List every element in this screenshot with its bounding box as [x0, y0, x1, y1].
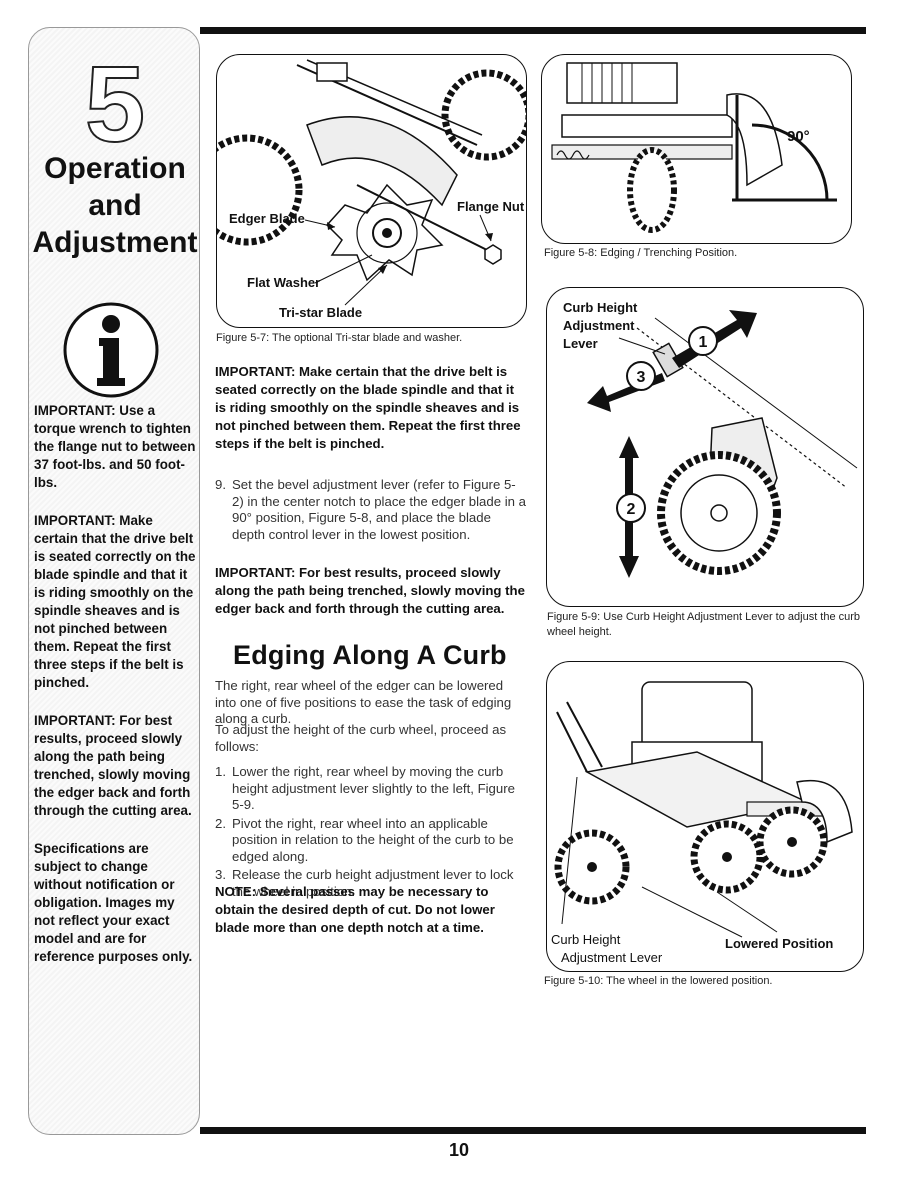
page-number: 10 — [448, 1140, 470, 1160]
important-results: IMPORTANT: For best results, proceed slo… — [215, 565, 525, 616]
figure-5-10-caption: Figure 5-10: The wheel in the lowered po… — [544, 975, 773, 987]
important-belt: IMPORTANT: Make certain that the drive b… — [215, 364, 521, 451]
note-results: IMPORTANT: For best results, proceed slo… — [34, 713, 192, 818]
note-specifications: Specifications are subject to change wit… — [34, 841, 193, 964]
figure-5-9: 1 2 3 Curb Height Adjustment Lever — [546, 287, 864, 607]
figure-5-7-caption: Figure 5-7: The optional Tri-star blade … — [216, 332, 463, 344]
label-curb-height: Curb Height — [563, 300, 638, 315]
figure-5-8-caption: Figure 5-8: Edging / Trenching Position. — [544, 247, 738, 259]
edging-position-illustration: 90° — [551, 62, 837, 233]
note-torque: IMPORTANT: Use a torque wrench to tighte… — [34, 403, 196, 490]
section-title: Edging Along A Curb — [233, 640, 507, 670]
label-curb-height: Curb Height — [551, 932, 621, 947]
chapter-title: Operation and Adjustment — [32, 152, 198, 259]
curb-lever-illustration: 1 2 3 Curb Height Adjustment Lever — [563, 300, 858, 578]
bottom-rule — [200, 1127, 866, 1134]
section-intro: The right, rear wheel of the edger can b… — [215, 678, 512, 726]
adjust-intro: To adjust the height of the curb wheel, … — [215, 722, 507, 754]
figure-5-7: Edger Blade Flange Nut Flat Washer Tri-s… — [216, 54, 527, 328]
angle-label: 90° — [787, 128, 810, 145]
figure-5-9-caption: Figure 5-9: Use Curb Height Adjustment L… — [547, 611, 861, 638]
label-lever: Lever — [563, 336, 598, 351]
note-belt: IMPORTANT: Make certain that the drive b… — [34, 513, 196, 690]
marker-3: 3 — [637, 369, 646, 386]
chapter-sidebar: 5 Operation and Adjustment IMPORTANT: Us… — [28, 27, 200, 1135]
figure-5-10: Curb Height Adjustment Lever Lowered Pos… — [546, 661, 864, 972]
top-rule — [200, 27, 866, 34]
label-edger-blade: Edger Blade — [229, 211, 305, 226]
note-passes: NOTE: Several passes may be necessary to… — [215, 884, 495, 935]
chapter-number: 5 — [84, 43, 146, 164]
curb-steps: 1. Lower the right, rear wheel by moving… — [215, 764, 527, 900]
marker-1: 1 — [699, 334, 708, 351]
blade-illustration: Edger Blade Flange Nut Flat Washer Tri-s… — [217, 59, 526, 320]
figure-5-8: 90° — [541, 54, 852, 244]
sidebar-notes: IMPORTANT: Use a torque wrench to tighte… — [34, 402, 196, 986]
label-tri-star-blade: Tri-star Blade — [279, 305, 362, 320]
step-item: 3. Release the curb height adjustment le… — [215, 867, 514, 899]
label-lowered-position: Lowered Position — [725, 936, 833, 951]
label-adjustment: Adjustment — [563, 318, 635, 333]
label-flat-washer: Flat Washer — [247, 275, 320, 290]
lowered-position-illustration: Curb Height Adjustment Lever Lowered Pos… — [551, 681, 853, 965]
marker-2: 2 — [627, 501, 636, 518]
info-icon — [63, 302, 159, 398]
label-adjustment-lever: Adjustment Lever — [561, 950, 663, 965]
label-flange-nut: Flange Nut — [457, 199, 525, 214]
step-9: 9. Set the bevel adjustment lever (refer… — [215, 477, 526, 542]
step-item: 2. Pivot the right, rear wheel into an a… — [215, 815, 514, 864]
step-item: 1. Lower the right, rear wheel by moving… — [215, 764, 515, 812]
